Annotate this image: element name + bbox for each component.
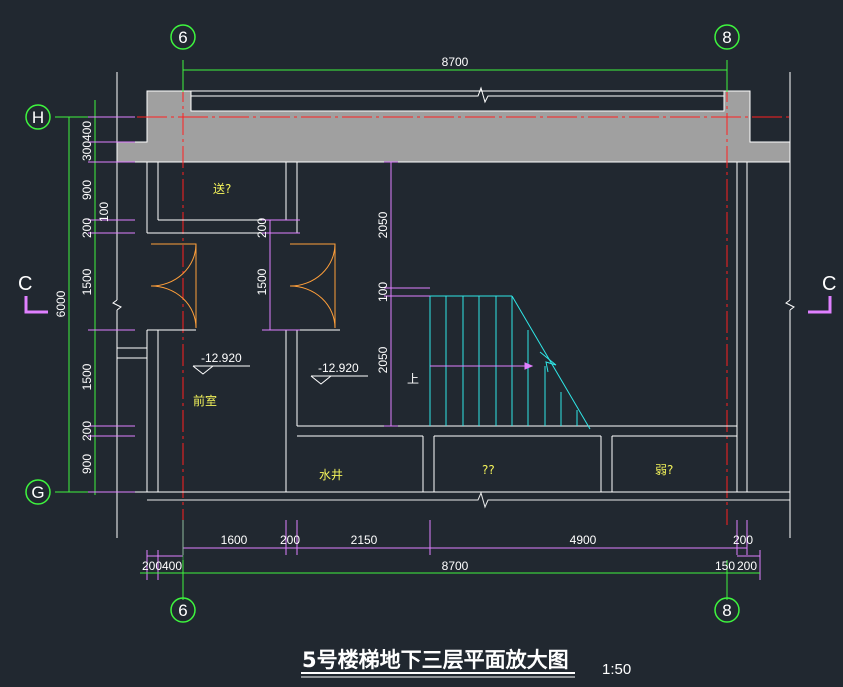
level-marker-front-room: -12.920 — [192, 351, 250, 375]
dim-bottom-total: 8700 — [442, 559, 469, 573]
dim-bottom-seg: 200 — [280, 533, 300, 547]
section-label: C — [822, 273, 836, 295]
stair-direction-arrow — [430, 362, 534, 370]
level-value: -12.920 — [318, 361, 359, 375]
dim-bottom-offset: 150 — [715, 559, 735, 573]
dimension-lines — [55, 60, 761, 600]
dim-left-chain: 400 — [80, 121, 94, 141]
axis-bubble-6-bottom: 6 — [170, 597, 196, 623]
level-value: -12.920 — [201, 351, 242, 365]
dim-stair-chain: 2050 — [376, 346, 390, 373]
axis-bubble-6-top: 6 — [170, 24, 196, 50]
dim-bottom-offset: 400 — [162, 559, 182, 573]
section-mark-right: C — [808, 273, 836, 314]
dim-top-total: 8700 — [442, 55, 469, 69]
top-wall — [116, 90, 791, 163]
room-label-top-small: 送? — [213, 181, 231, 196]
dim-left-chain: 200 — [80, 218, 94, 238]
drawing-title-block: 5号楼梯地下三层平面放大图 1:50 — [301, 648, 631, 678]
dim-left-chain: 1500 — [80, 363, 94, 390]
axis-label: G — [31, 483, 44, 502]
section-mark-left: C — [18, 273, 48, 314]
dim-bottom-seg: 4900 — [570, 533, 597, 547]
grid-center-lines — [55, 80, 790, 525]
stair-up-label: 上 — [407, 372, 419, 386]
dim-stair-chain: 100 — [376, 282, 390, 302]
axis-label: 8 — [722, 28, 731, 47]
room-label-middle: ?? — [482, 463, 495, 477]
dim-door-inner: 1500 — [255, 268, 269, 295]
axis-bubble-8-bottom: 8 — [714, 597, 740, 623]
dim-stair-chain: 2050 — [376, 211, 390, 238]
doors — [150, 243, 336, 329]
axis-label: 6 — [178, 28, 187, 47]
dim-bottom-seg: 1600 — [221, 533, 248, 547]
dim-left-chain: 1500 — [80, 268, 94, 295]
room-label-front-room: 前室 — [193, 393, 217, 408]
dim-bottom-seg: 200 — [733, 533, 753, 547]
axis-bubble-8-top: 8 — [714, 24, 740, 50]
axis-label: H — [32, 108, 44, 127]
dim-bottom-seg: 2150 — [351, 533, 378, 547]
room-label-right: 弱? — [655, 463, 673, 477]
stair-flight — [428, 295, 591, 430]
dim-left-chain: 900 — [80, 454, 94, 474]
dim-door-inner: 200 — [255, 218, 269, 238]
axis-label: 6 — [178, 601, 187, 620]
axis-bubble-g: G — [25, 479, 51, 505]
drawing-scale: 1:50 — [602, 661, 631, 678]
axis-bubble-h: H — [25, 104, 51, 130]
level-marker-stair-hall: -12.920 — [310, 361, 368, 385]
room-label-shaft: 水井 — [319, 468, 343, 482]
dim-left-overall: 6000 — [54, 290, 68, 317]
dim-bottom-offset: 200 — [142, 559, 162, 573]
dim-left-chain: 300 — [80, 141, 94, 161]
dim-left-chain: 900 — [80, 180, 94, 200]
dim-left-chain: 200 — [80, 421, 94, 441]
dim-bottom-offset: 200 — [737, 559, 757, 573]
dim-left-chain: 100 — [97, 202, 111, 222]
axis-label: 8 — [722, 601, 731, 620]
section-label: C — [18, 273, 32, 295]
drawing-title: 5号楼梯地下三层平面放大图 — [302, 648, 569, 672]
